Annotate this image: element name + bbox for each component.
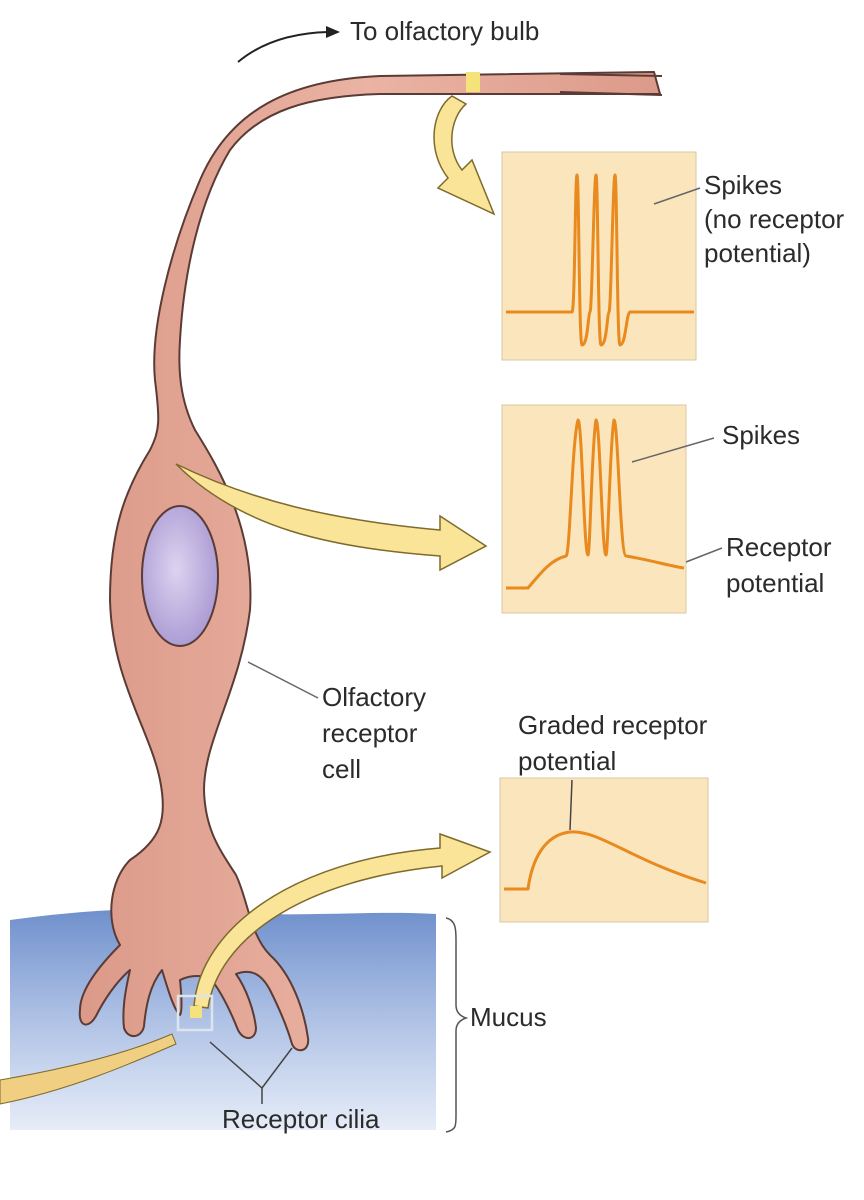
leader-olfactory-cell bbox=[247, 661, 319, 699]
label-olfactory: Olfactory bbox=[322, 682, 426, 712]
leader-receptor-potential bbox=[685, 547, 723, 563]
label-mucus: Mucus bbox=[470, 1002, 547, 1032]
axon-edge bbox=[559, 73, 663, 77]
label-receptor-cell-2: receptor bbox=[322, 718, 418, 748]
arrow-to-top-panel bbox=[433, 95, 496, 216]
label-cell: cell bbox=[322, 754, 361, 784]
mucus-bracket bbox=[445, 917, 469, 1133]
mucus-arrow-tail bbox=[0, 1033, 177, 1105]
trace-graded-potential bbox=[504, 830, 707, 891]
axon-edge bbox=[559, 91, 663, 96]
label-no-receptor: (no receptor bbox=[704, 204, 845, 234]
label-receptor-cilia: Receptor cilia bbox=[222, 1104, 380, 1134]
leader-spikes-mid bbox=[631, 437, 715, 463]
label-receptor: Receptor bbox=[726, 532, 832, 562]
label-graded-potential: potential bbox=[518, 746, 616, 776]
cilium-recording-box bbox=[176, 994, 214, 1032]
arrow-to-bottom-panel bbox=[193, 832, 492, 1009]
label-potential-top: potential) bbox=[704, 238, 811, 268]
leader-spikes-top bbox=[653, 187, 701, 205]
label-to-olfactory-bulb: To olfactory bulb bbox=[350, 16, 539, 46]
to-bulb-arrowhead bbox=[326, 26, 340, 38]
label-receptor-potential: potential bbox=[726, 568, 824, 598]
panel-graded-potential bbox=[499, 777, 709, 923]
label-spikes-top: Spikes bbox=[704, 170, 782, 200]
trace-spikes-receptor bbox=[506, 418, 685, 590]
label-graded-receptor: Graded receptor bbox=[518, 710, 708, 740]
nucleus bbox=[141, 505, 219, 647]
arrow-to-middle-panel bbox=[175, 463, 488, 572]
label-spikes-mid: Spikes bbox=[722, 420, 800, 450]
trace-spikes-only bbox=[506, 173, 694, 347]
axon-recording-site bbox=[466, 72, 480, 92]
leader-graded bbox=[569, 779, 573, 831]
cilium-recording-site bbox=[190, 1006, 202, 1018]
to-bulb-arrow bbox=[237, 31, 329, 63]
